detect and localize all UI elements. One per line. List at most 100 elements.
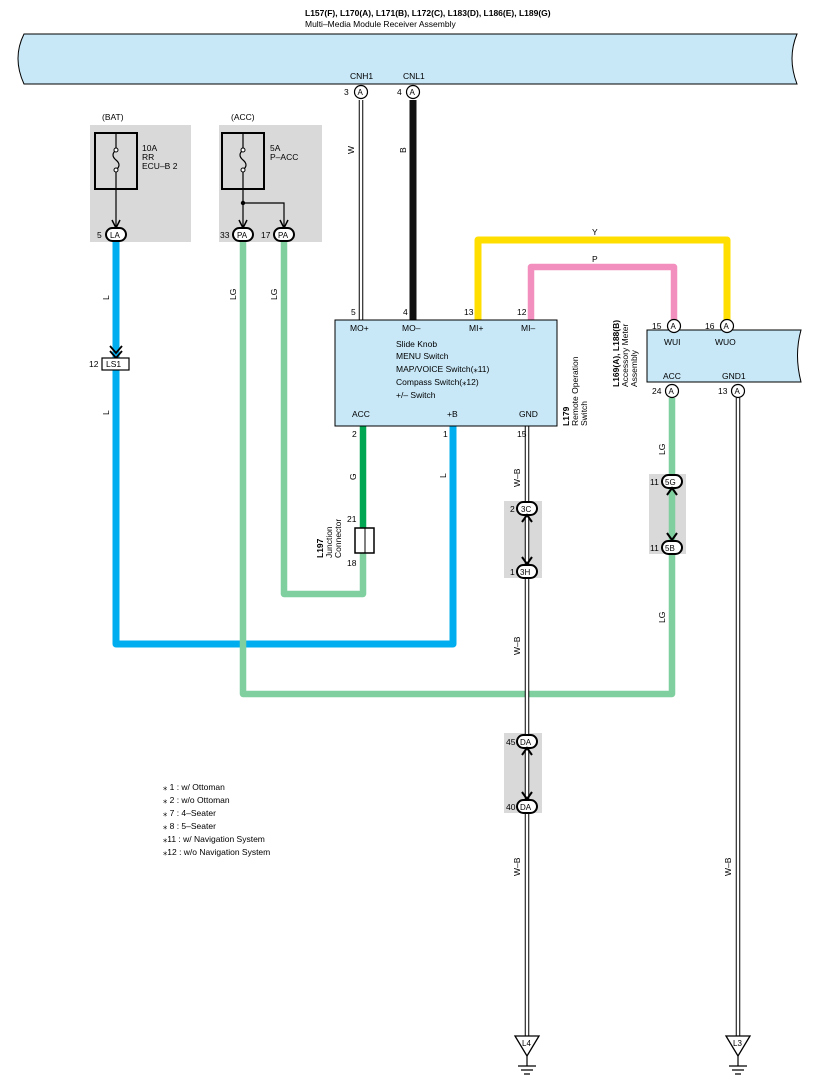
pin-number-3: 3 xyxy=(344,87,349,97)
meter-top-conn-16: A xyxy=(724,322,730,331)
conn-da2-label: DA xyxy=(520,803,532,812)
note-12: ⁎12 : w/o Navigation System xyxy=(163,847,270,857)
conn-pa2-pin: 17 xyxy=(261,230,271,240)
wire-label-gnd-3: W–B xyxy=(512,857,522,876)
fuse-bat-line1: RR xyxy=(142,152,154,162)
note-1: ⁎ 1 : w/ Ottoman xyxy=(163,782,225,792)
switch-name-line2: Switch xyxy=(579,401,589,426)
note-8: ⁎ 8 : 5–Seater xyxy=(163,821,216,831)
wire-label-gnd-1: W–B xyxy=(512,468,522,487)
conn-pa2-label: PA xyxy=(278,231,289,240)
conn-5b-pin: 11 xyxy=(650,543,659,553)
conn-da1-pin: 45 xyxy=(506,737,516,747)
conn-3c-pin: 2 xyxy=(510,504,515,514)
wire-label-la-lower: L xyxy=(101,410,111,415)
pin-number-4: 4 xyxy=(397,87,402,97)
wire-labels: W B L L LG LG G L W–B W–B W–B LG LG W–B … xyxy=(101,146,733,876)
switch-code: L179 xyxy=(561,406,571,426)
switch-top-pin-mi-plus: MI+ xyxy=(469,323,483,333)
note-11: ⁎11 : w/ Navigation System xyxy=(163,834,265,844)
meter-line2: Assembly xyxy=(629,349,639,387)
switch-top-pin-num-5: 5 xyxy=(351,307,356,317)
switch-item-2: MAP/VOICE Switch(⁎11) xyxy=(396,364,490,374)
wire-label-w: W xyxy=(346,146,356,154)
note-7: ⁎ 7 : 4–Seater xyxy=(163,808,216,818)
switch-bottom-pin-num-1: 1 xyxy=(443,429,448,439)
wire-label-meter-gnd: W–B xyxy=(723,857,733,876)
conn-ls1-label: LS1 xyxy=(106,359,121,369)
meter-pin-gnd1: GND1 xyxy=(722,371,746,381)
conn-da2-pin: 40 xyxy=(506,802,516,812)
conn-ls1-pin: 12 xyxy=(89,359,99,369)
conn-da1-label: DA xyxy=(520,738,532,747)
conn-la-pin: 5 xyxy=(97,230,102,240)
junction-line2: Connector xyxy=(333,519,343,558)
switch-top-pin-num-4: 4 xyxy=(403,307,408,317)
wire-label-plus-b: L xyxy=(438,473,448,478)
fuse-bat: (BAT) 10A RR ECU–B 2 xyxy=(94,112,178,230)
switch-item-4: +/– Switch xyxy=(396,390,436,400)
meter-top-conn-15: A xyxy=(671,322,677,331)
wire-label-pa1: LG xyxy=(228,289,238,300)
footnotes: ⁎ 1 : w/ Ottoman ⁎ 2 : w/o Ottoman ⁎ 7 :… xyxy=(163,782,270,857)
note-2: ⁎ 2 : w/o Ottoman xyxy=(163,795,230,805)
switch-bottom-pin-num-15: 15 xyxy=(517,429,527,439)
meter-top-num-16: 16 xyxy=(705,321,715,331)
ground-l3-label: L3 xyxy=(733,1039,742,1048)
junction-line1: Junction xyxy=(324,526,334,558)
conn-5g-pin: 11 xyxy=(650,477,659,487)
switch-top-pin-num-12: 12 xyxy=(517,307,527,317)
switch-name-line1: Remote Operation xyxy=(570,356,580,426)
junction-pin-top: 21 xyxy=(347,514,357,524)
fuse-bat-source: (BAT) xyxy=(102,112,124,122)
switch-top-pin-mo-plus: MO+ xyxy=(350,323,369,333)
ground-l4-label: L4 xyxy=(522,1039,531,1048)
receiver-pins: 3 A 4 A xyxy=(344,84,421,100)
junction-pin-bottom: 18 xyxy=(347,558,357,568)
wire-label-gnd-2: W–B xyxy=(512,636,522,655)
multimedia-receiver-assembly: L157(F), L170(A), L171(B), L172(C), L183… xyxy=(17,8,798,85)
wires xyxy=(112,100,741,1036)
meter-pin-wuo: WUO xyxy=(715,337,736,347)
fuse-acc-line1: P–ACC xyxy=(270,152,298,162)
conn-3h-pin: 1 xyxy=(510,567,515,577)
ground-l3: L3 xyxy=(724,1035,752,1075)
switch-bottom-pin-gnd: GND xyxy=(519,409,538,419)
ground-l4: L4 xyxy=(513,1035,541,1075)
wire-label-b: B xyxy=(398,147,408,153)
wire-label-yellow: Y xyxy=(592,227,598,237)
switch-bottom-pin-acc: ACC xyxy=(352,409,370,419)
pin-conn-4: A xyxy=(410,88,416,97)
remote-operation-switch: 5 4 13 12 MO+ MO– MI+ MI– Slide Knob MEN… xyxy=(334,307,589,439)
pin-name-cnh1: CNH1 xyxy=(350,71,373,81)
wire-label-meter-lower: LG xyxy=(657,612,667,623)
junction-code: L197 xyxy=(315,538,325,558)
pin-conn-3: A xyxy=(358,88,364,97)
inline-connectors: 3C 2 3H 1 DA 45 DA 40 5G 11 5B 11 xyxy=(506,474,683,814)
meter-bottom-num-24: 24 xyxy=(652,386,662,396)
fuse-acc-source: (ACC) xyxy=(231,112,255,122)
switch-item-3: Compass Switch(⁎12) xyxy=(396,377,479,387)
wire-label-pink: P xyxy=(592,254,598,264)
switch-item-1: MENU Switch xyxy=(396,351,449,361)
switch-item-0: Slide Knob xyxy=(396,339,437,349)
wire-label-meter-upper: LG xyxy=(657,444,667,455)
meter-pin-acc: ACC xyxy=(663,371,681,381)
pin-name-cnl1: CNL1 xyxy=(403,71,425,81)
wire-label-acc-g: G xyxy=(348,473,358,480)
wire-label-pa2: LG xyxy=(269,289,279,300)
meter-pin-wui: WUI xyxy=(664,337,681,347)
conn-5g-label: 5G xyxy=(665,478,676,487)
meter-bottom-conn-13: A xyxy=(735,387,741,396)
accessory-meter-assembly: 15 A 16 A WUI WUO ACC GND1 24 A 13 A L16… xyxy=(611,318,802,399)
switch-bottom-pin-num-2: 2 xyxy=(352,429,357,439)
fuse-bat-rating: 10A xyxy=(142,143,157,153)
switch-top-pin-mo-minus: MO– xyxy=(402,323,421,333)
fuse-acc-rating: 5A xyxy=(270,143,281,153)
top-connectors: LA 5 PA 33 PA 17 xyxy=(97,227,295,242)
fuse-acc: (ACC) 5A P–ACC xyxy=(221,112,298,230)
ls1-connector: LS1 12 xyxy=(89,345,130,371)
conn-3h-label: 3H xyxy=(520,568,530,577)
conn-la-label: LA xyxy=(110,231,120,240)
wire-label-la-upper: L xyxy=(101,295,111,300)
